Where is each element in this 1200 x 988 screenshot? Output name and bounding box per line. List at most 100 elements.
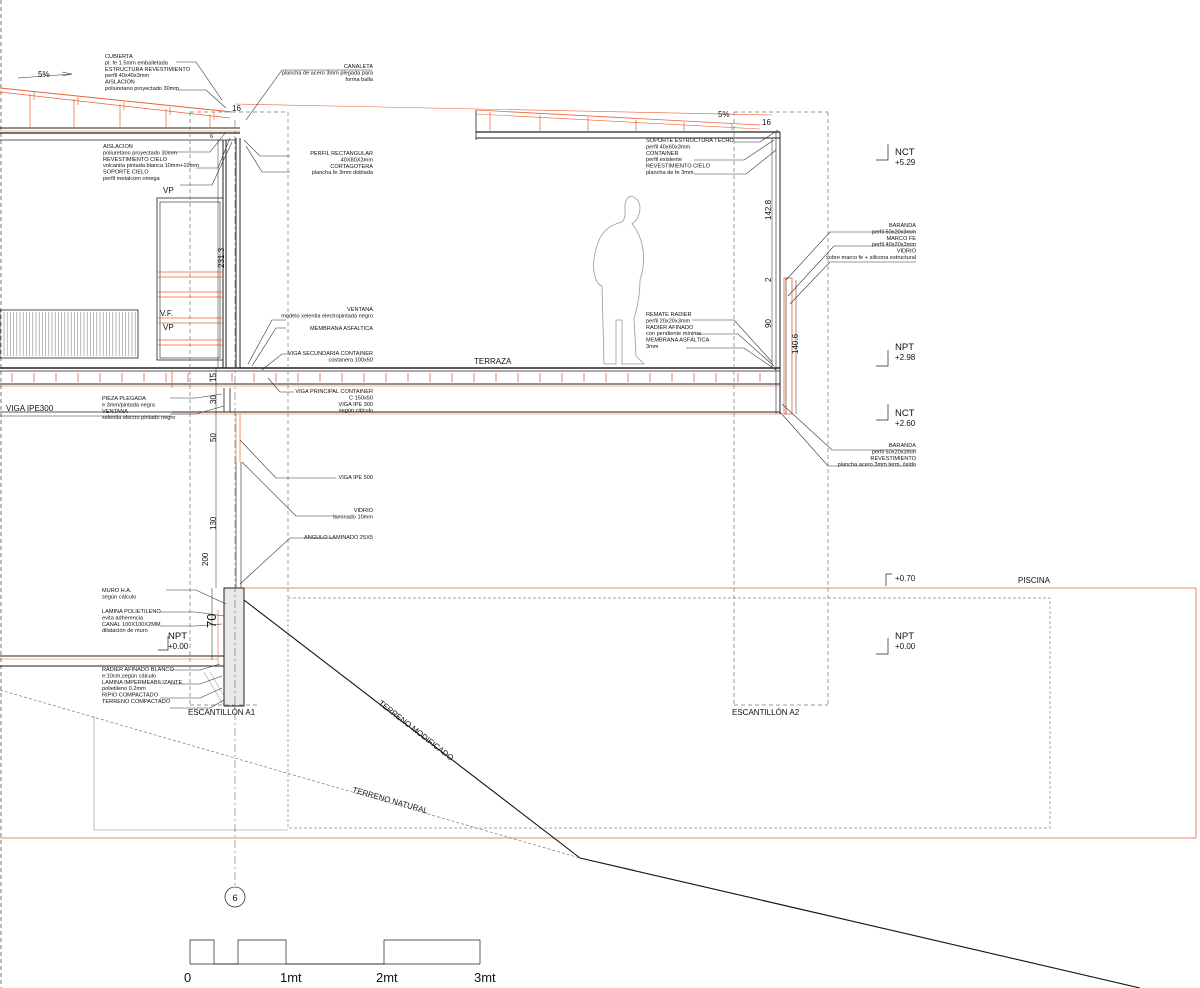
- dim-30: 30: [209, 395, 218, 404]
- level-tag: NPT: [895, 631, 914, 642]
- level-tag: NPT: [895, 342, 914, 353]
- terreno-modificado-label: TERRENO MODIFICADO: [377, 698, 455, 762]
- slope-right: 5%: [718, 110, 730, 119]
- scale-bar: [189, 939, 481, 965]
- note-line: MURO H.A.: [102, 588, 132, 594]
- note-line: plancha fe 3mm doblada: [312, 170, 374, 176]
- scale-label: 2mt: [376, 970, 398, 985]
- level-marker: NPT +2.98: [876, 342, 916, 367]
- dim-70: 70: [204, 614, 219, 628]
- note-line: pl. fe 1.5mm emballetada: [105, 60, 169, 66]
- dim-16-left: 16: [232, 104, 241, 113]
- level-marker: NPT +0.00: [876, 631, 916, 655]
- note-line: sobre marco fe + silicona estructural: [826, 255, 916, 261]
- note-line: TERRENO COMPACTADO: [102, 699, 171, 705]
- dim-16-right: 16: [762, 118, 771, 127]
- leader-lines: [160, 61, 916, 709]
- vf-label: V.F.: [160, 309, 173, 318]
- note-line: perfil 40x40x3mm: [105, 73, 149, 79]
- note-line: CANALETA: [344, 64, 373, 70]
- level-value: +5.29: [895, 158, 916, 167]
- note-line: según cálculo: [102, 594, 136, 600]
- level-tag: NPT: [168, 631, 187, 642]
- note-line: CANAL 100X100X2MM: [102, 622, 161, 628]
- note-line: xelentia electro pintado negro: [102, 415, 175, 421]
- level-tag: NCT: [895, 147, 915, 158]
- dimension-lines: [211, 138, 797, 660]
- note-line: VENTANA: [347, 307, 373, 313]
- level-value: +2.98: [895, 353, 916, 362]
- note-line: REVESTIMIENTO CIELO: [646, 164, 711, 170]
- level-value: +0.00: [168, 642, 189, 651]
- note-line: evita adherencia: [102, 615, 144, 621]
- escantillon-frames: [189, 111, 829, 886]
- note-line: perfil 40x20x3mm: [872, 242, 916, 248]
- dim-2: 2: [764, 277, 773, 282]
- note-line: VIGA PRINCIPAL CONTAINER: [295, 389, 373, 395]
- terrain-lines: [0, 599, 1141, 988]
- note-line: con pendiente mínima: [646, 331, 702, 337]
- note-ipe500: VIGA IPE 500: [338, 475, 373, 481]
- slope-left: 5%: [38, 70, 50, 79]
- note-line: SOPORTE CIELO: [103, 170, 149, 176]
- escantillon-a2-label: ESCANTILLÓN A2: [732, 708, 800, 717]
- note-line: CUBIERTA: [105, 54, 133, 60]
- note-line: MARCO FE: [886, 236, 916, 242]
- note-line: plancha de acero 3mm plegada para: [282, 70, 374, 76]
- dim-15: 15: [209, 373, 218, 382]
- dim-50: 50: [209, 433, 218, 442]
- axis-bubble: [224, 886, 246, 908]
- vp-label: VP: [163, 323, 174, 332]
- note-line: según cálculo: [339, 408, 373, 414]
- note-line: VIGA SECUNDARIA CONTAINER: [288, 351, 373, 357]
- note-line: VIDRIO: [354, 508, 374, 514]
- note-line: REVESTIMIENTO CIELO: [103, 157, 168, 163]
- note-line: PIEZA PLEGADA: [102, 396, 146, 402]
- level-tag: NCT: [895, 408, 915, 419]
- scale-label: 1mt: [280, 970, 302, 985]
- note-line: ANGULO LAMINADO 25X5: [304, 535, 373, 541]
- dim-200: 200: [201, 552, 210, 566]
- note-line: AISLACION: [103, 144, 133, 150]
- level-marker: NCT +5.29: [876, 144, 916, 167]
- vp-label: VP: [163, 186, 174, 195]
- terraza-label: TERRAZA: [474, 357, 512, 366]
- note-line: RADIER AFINADO: [646, 325, 694, 331]
- lower-column: [223, 388, 242, 590]
- roof-left: [0, 71, 240, 141]
- note-line: e:10cm,según cálculo: [102, 673, 156, 679]
- dim-231-3: 231.3: [217, 247, 226, 268]
- note-line: AISLACION: [105, 80, 135, 86]
- note-line: VIGA IPE 300: [338, 402, 373, 408]
- note-line: perfil 50x20x3mm: [872, 229, 916, 235]
- note-line: plancha de fe 3mm: [646, 170, 694, 176]
- note-line: CONTAINER: [646, 151, 679, 157]
- level-value: +2.60: [895, 419, 916, 428]
- level-marker: +0.70: [885, 573, 916, 586]
- note-line: C 150x50: [349, 395, 373, 401]
- note-line: VENTANA: [102, 409, 128, 415]
- level-value: +0.70: [895, 574, 916, 583]
- terrace-slab: [0, 132, 781, 417]
- note-line: costanera 100x50: [329, 357, 373, 363]
- note-line: dilatación de muro: [102, 628, 148, 634]
- note-line: plancha acero 3mm term. óxido: [838, 462, 916, 468]
- axis-label: 6: [232, 893, 237, 904]
- note-line: CORTAGOTERA: [330, 164, 373, 170]
- note-line: perfil metalcom omega: [103, 176, 160, 182]
- note-line: polietileno 0.2mm: [102, 686, 146, 692]
- note-line: volcanita pintada blanca 10mm+10mm: [103, 163, 199, 169]
- note-line: 3mm: [646, 344, 659, 350]
- note-line: perfil 50x20x3mm: [872, 449, 916, 455]
- left-interior-wall: [156, 138, 241, 368]
